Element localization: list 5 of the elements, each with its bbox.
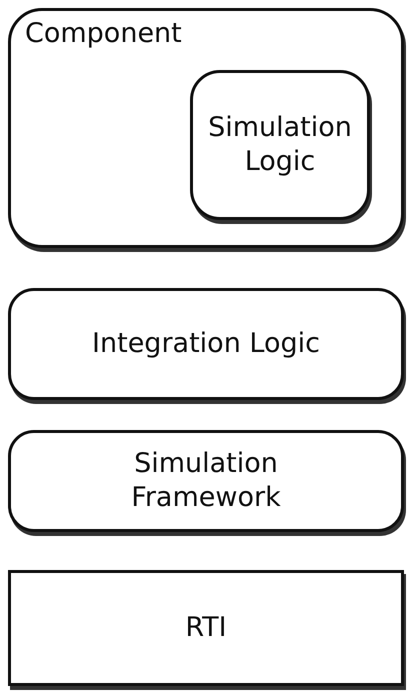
layer-label: Simulation Framework bbox=[130, 447, 282, 515]
layer-label: Integration Logic bbox=[92, 327, 320, 361]
layer-label: RTI bbox=[185, 611, 227, 645]
layer-label: Simulation Logic bbox=[207, 111, 353, 179]
group-title: Component bbox=[25, 17, 182, 51]
